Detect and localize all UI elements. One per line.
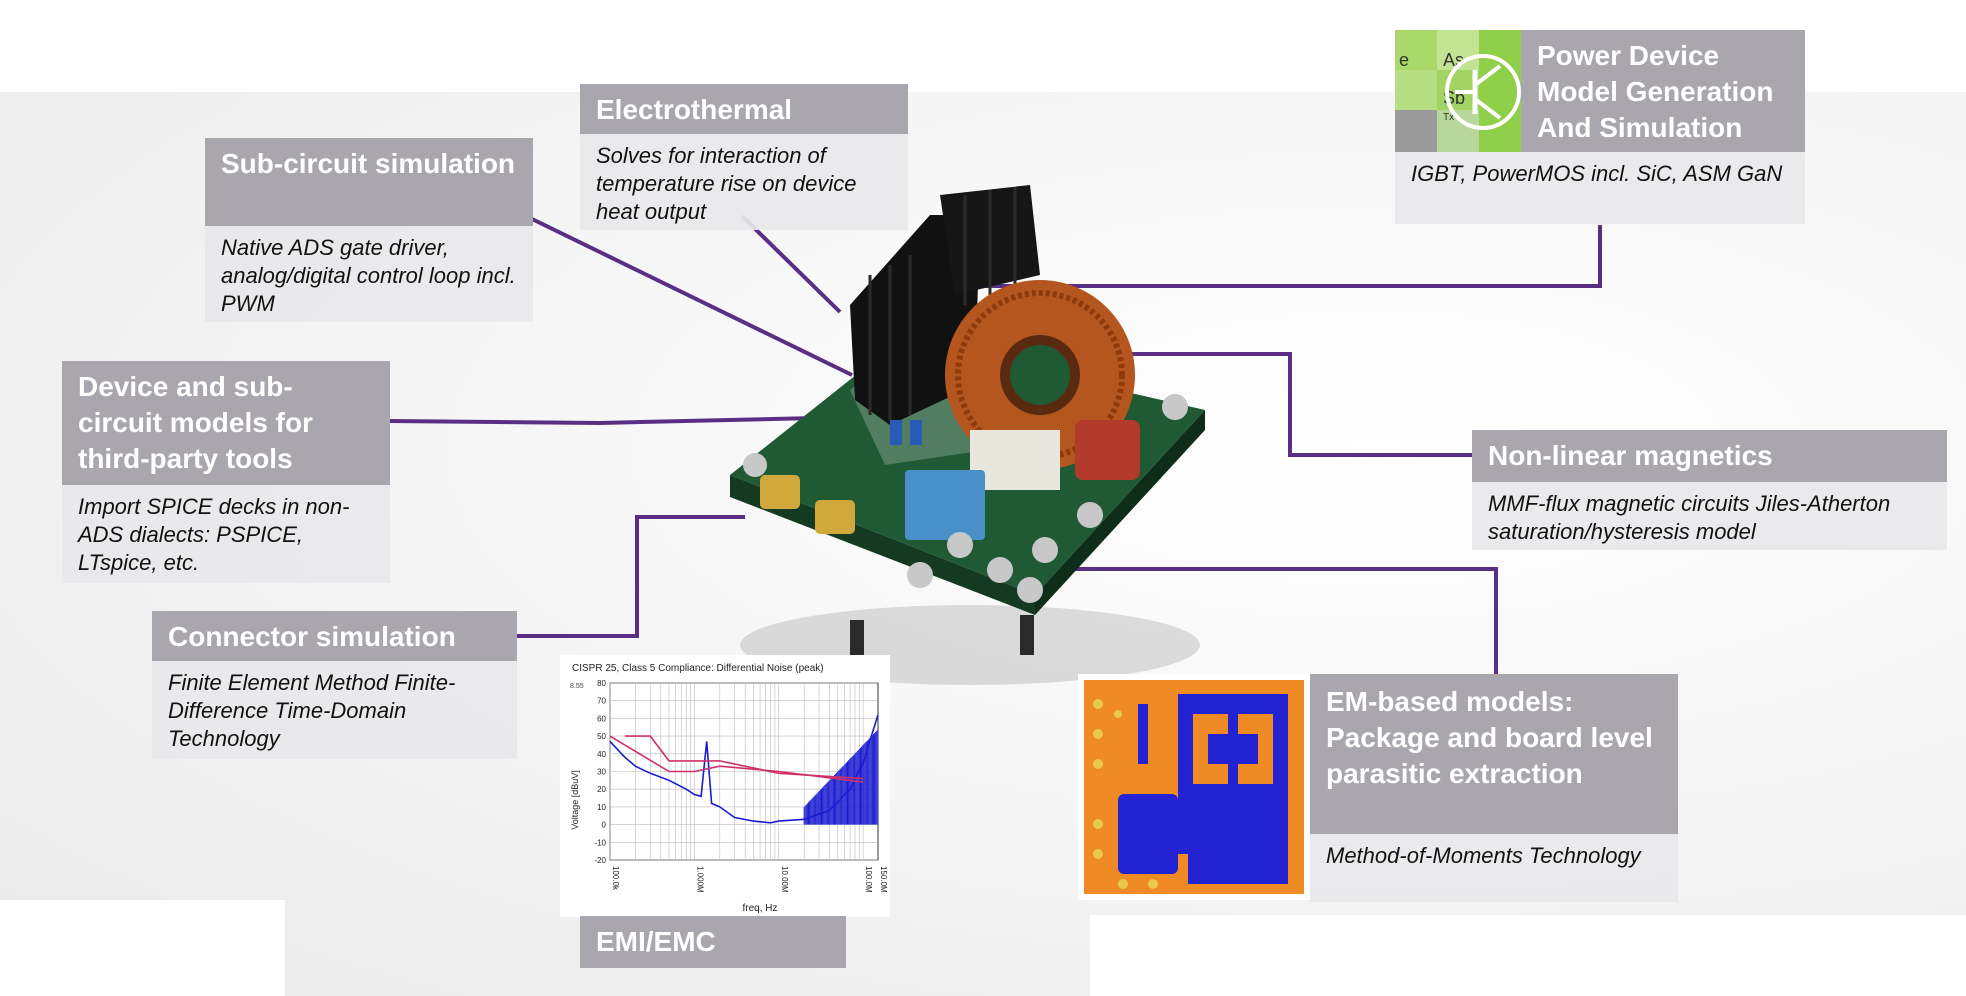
emi-title: EMI/EMC [580, 916, 846, 968]
electrothermal-line [740, 214, 842, 314]
chart-y-tick: 10 [597, 803, 606, 812]
callout-electrothermal: Electrothermal Solves for interaction of… [580, 84, 908, 230]
connector-line [517, 515, 745, 638]
periodic-symbol-1: As [1443, 50, 1464, 70]
bottom-right-band [1090, 915, 1966, 996]
chart-y-tick: -10 [594, 838, 606, 847]
subcircuit-desc: Native ADS gate driver, analog/digital c… [205, 226, 533, 322]
em-models-desc: Method-of-Moments Technology [1310, 834, 1678, 902]
connector-title: Connector simulation [152, 611, 517, 661]
bottom-left-band [0, 900, 285, 996]
chart-y-tick: 70 [597, 697, 606, 706]
chart-y-tick: 60 [597, 714, 606, 723]
device-models-title: Device and sub-circuit models for third-… [62, 361, 390, 485]
chart-series-1 [609, 735, 864, 783]
callout-subcircuit: Sub-circuit simulation Native ADS gate d… [205, 138, 533, 322]
periodic-symbol-3: Tx [1443, 112, 1454, 123]
chart-x-tick: 10.00M [780, 866, 789, 893]
callout-power-device: e As Sb Tx Power Device Model Generation… [1395, 30, 1805, 224]
em-models-line [1070, 567, 1498, 675]
power-device-desc: IGBT, PowerMOS incl. SiC, ASM GaN [1395, 152, 1805, 224]
emi-chart: CISPR 25, Class 5 Compliance: Differenti… [560, 655, 890, 917]
callout-em-models: EM-based models: Package and board level… [1078, 674, 1678, 902]
connector-desc: Finite Element Method Finite-Difference … [152, 661, 517, 759]
callout-emi-emc: EMI/EMC [580, 916, 846, 968]
chart-series-2 [624, 735, 864, 780]
device-models-line [389, 416, 816, 426]
chart-y-top-label: 8.55 [570, 683, 584, 690]
callout-nonlinear-magnetics: Non-linear magnetics MMF-flux magnetic c… [1472, 430, 1947, 550]
power-device-line [958, 225, 1602, 288]
subcircuit-line [529, 216, 853, 377]
board-layout-image [1078, 674, 1310, 900]
electrothermal-desc: Solves for interaction of temperature ri… [580, 134, 908, 230]
power-device-title: Power Device Model Generation And Simula… [1521, 30, 1805, 152]
subcircuit-title: Sub-circuit simulation [205, 138, 533, 226]
nonlinear-line [1115, 352, 1472, 457]
chart-y-tick: -20 [594, 856, 606, 865]
chart-y-tick: 20 [597, 785, 606, 794]
chart-x-label: freq, Hz [742, 903, 777, 914]
chart-y-tick: 30 [597, 768, 606, 777]
device-models-desc: Import SPICE decks in non-ADS dialects: … [62, 485, 390, 583]
nonlinear-desc: MMF-flux magnetic circuits Jiles-Atherto… [1472, 482, 1947, 550]
callout-connector: Connector simulation Finite Element Meth… [152, 611, 517, 759]
callout-device-models: Device and sub-circuit models for third-… [62, 361, 390, 583]
chart-x-tick: 100.0M [864, 866, 873, 893]
chart-y-tick: 80 [597, 679, 606, 688]
periodic-symbol-0: e [1399, 50, 1409, 70]
chart-x-tick: 150.0M [879, 866, 888, 893]
em-models-title: EM-based models: Package and board level… [1310, 674, 1678, 834]
chart-x-tick: 1.000M [695, 866, 704, 893]
chart-y-label: Voltage [dBuV] [570, 770, 580, 830]
nonlinear-title: Non-linear magnetics [1472, 430, 1947, 482]
chart-title: CISPR 25, Class 5 Compliance: Differenti… [572, 663, 824, 674]
electrothermal-title: Electrothermal [580, 84, 908, 134]
chart-y-tick: 40 [597, 750, 606, 759]
periodic-table-transistor-icon: e As Sb Tx [1395, 30, 1521, 152]
chart-series-0 [609, 714, 879, 824]
pcb-board-illustration [730, 185, 1205, 685]
chart-x-tick: 100.0k [611, 866, 620, 891]
chart-y-tick: 0 [602, 821, 607, 830]
chart-y-tick: 50 [597, 732, 606, 741]
